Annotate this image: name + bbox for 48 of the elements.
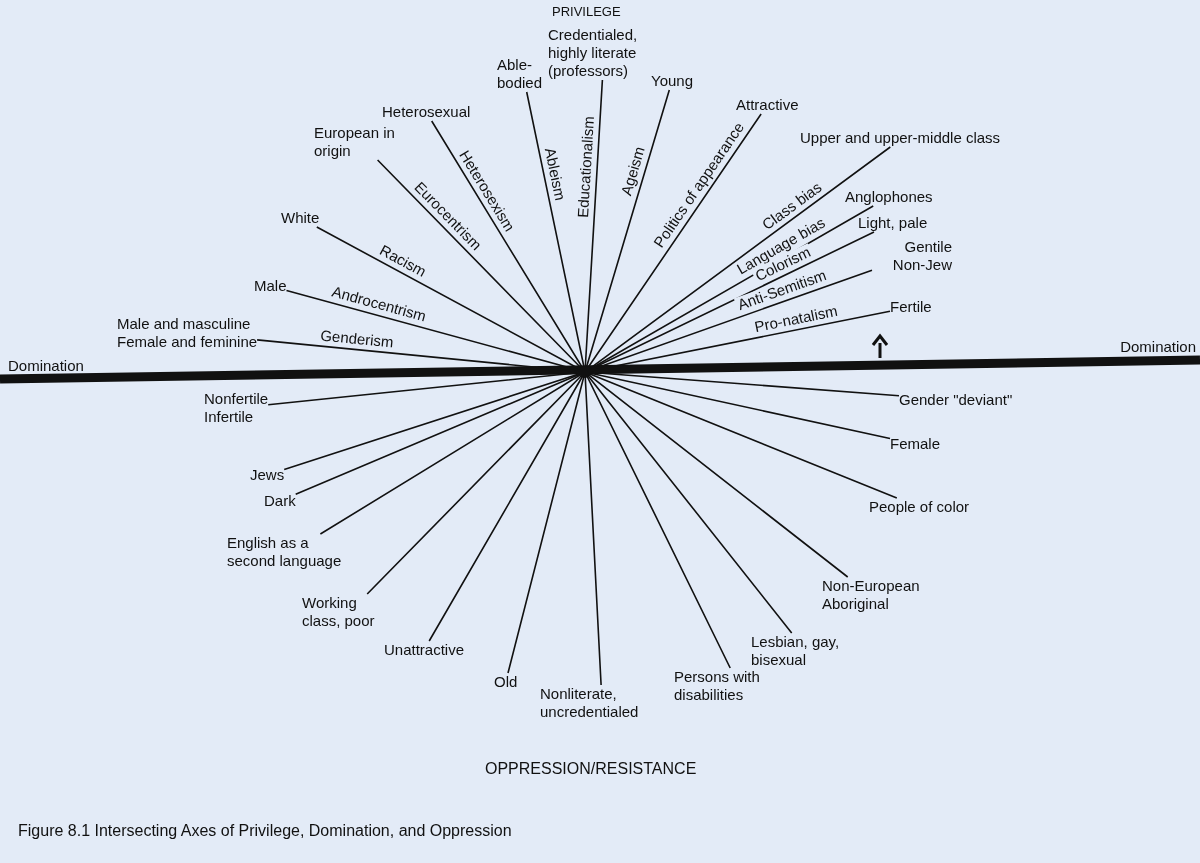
axis-name: Domination	[8, 357, 84, 375]
pole-heading: PRIVILEGE	[552, 4, 621, 19]
axis-end-label: Persons with disabilities	[674, 668, 761, 704]
axis-end-label: People of color	[869, 498, 970, 516]
axis-end-label: English as a second language	[227, 534, 343, 570]
axis-end-label: Female	[890, 435, 941, 453]
axis-line	[256, 339, 900, 397]
axis-end-label: Light, pale	[858, 214, 928, 232]
axis-end-label: Upper and upper-middle class	[800, 129, 1002, 147]
axis-line	[283, 269, 873, 471]
axis-end-label: Anglophones	[845, 188, 933, 206]
axis-line	[267, 310, 891, 406]
axis-end-label: Credentialed, highly literate (professors)	[548, 26, 639, 80]
axis-end-label: Unattractive	[384, 641, 465, 659]
axis-line	[584, 79, 604, 686]
axis-end-label: Lesbian, gay, bisexual	[751, 633, 841, 669]
axis-end-label: Nonfertile	[204, 390, 269, 408]
axis-end-label: Fertile	[890, 298, 932, 316]
axis-end-label: Infertile	[204, 408, 255, 426]
axis-end-label: Female and feminine	[117, 333, 258, 351]
axis-end-label: Male	[254, 277, 287, 295]
pole-heading: OPPRESSION/RESISTANCE	[485, 760, 697, 778]
axis-end-label: Jews	[250, 466, 285, 484]
axis-end-label: Old	[494, 673, 518, 691]
axis-end-label: White	[281, 209, 320, 227]
axis-end-label: Gentile	[903, 238, 952, 256]
axis-name: Domination	[1120, 338, 1196, 356]
axis-end-label: Working class, poor	[302, 594, 376, 630]
domination-axis	[0, 355, 1200, 384]
axis-line	[525, 91, 731, 669]
axis-end-label: Heterosexual	[382, 103, 471, 121]
axis-end-label: Gender "deviant"	[899, 391, 1013, 409]
figure-caption: Figure 8.1 Intersecting Axes of Privilege, Domination, and Oppression	[18, 822, 512, 840]
axis-line	[366, 146, 892, 595]
axis-end-label: Attractive	[736, 96, 799, 114]
axis-end-label: European in origin	[314, 124, 396, 160]
axis-line	[319, 205, 874, 535]
axis-end-label: Able-bodied	[497, 56, 544, 92]
axis-end-label: Non-European	[822, 577, 920, 595]
axis-end-label: Dark	[264, 492, 296, 510]
axis-end-label: Young	[651, 72, 693, 90]
axis-line	[376, 159, 849, 578]
axis-line	[285, 289, 891, 440]
axis-end-label: Nonliterate, uncredentialed	[540, 685, 640, 721]
axis-end-label: Non-Jew	[891, 256, 952, 274]
axis-end-label: Aboriginal	[822, 595, 890, 613]
axis-line	[507, 89, 671, 674]
axis-end-label: Male and masculine	[117, 315, 252, 333]
